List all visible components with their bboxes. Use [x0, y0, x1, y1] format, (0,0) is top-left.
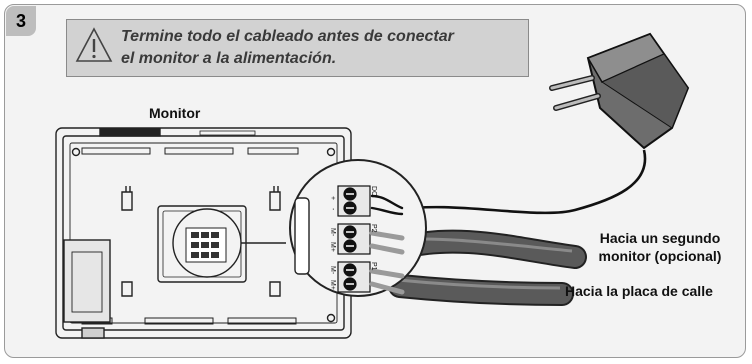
label-p2-m-plus: M+: [329, 242, 336, 252]
label-plus: +: [329, 196, 336, 200]
monitor-connector-small: [172, 208, 242, 278]
label-dc: DC: [370, 186, 377, 196]
label-minus: -: [329, 208, 336, 211]
power-adapter-icon: [399, 32, 690, 215]
warning-line-2: el monitor a la alimentación.: [121, 50, 337, 67]
warning-box: Termine todo el cableado antes de conect…: [66, 19, 529, 77]
warning-line-1: Termine todo el cableado antes de conect…: [121, 28, 454, 45]
monitor-label: Monitor: [149, 105, 201, 121]
step-number-badge: 3: [6, 6, 36, 36]
cable-to-street-panel: [388, 274, 574, 306]
label-p1-m-minus: M-: [329, 266, 336, 275]
magnified-terminal-view: DC P2 P1 + - M- M+ M- M+: [289, 159, 427, 297]
warning-triangle-icon: [75, 27, 113, 62]
label-p1: P1: [370, 262, 377, 271]
second-monitor-line-1: Hacia un segundo: [599, 230, 721, 246]
second-monitor-line-2: monitor (opcional): [598, 248, 722, 264]
second-monitor-label: Hacia un segundo monitor (opcional): [580, 229, 740, 265]
label-p2-m-minus: M-: [329, 228, 336, 237]
label-p2: P2: [370, 224, 377, 233]
street-panel-label: Hacia la placa de calle: [565, 283, 713, 299]
warning-text: Termine todo el cableado antes de conect…: [121, 26, 521, 70]
label-p1-m-plus: M+: [329, 280, 336, 290]
